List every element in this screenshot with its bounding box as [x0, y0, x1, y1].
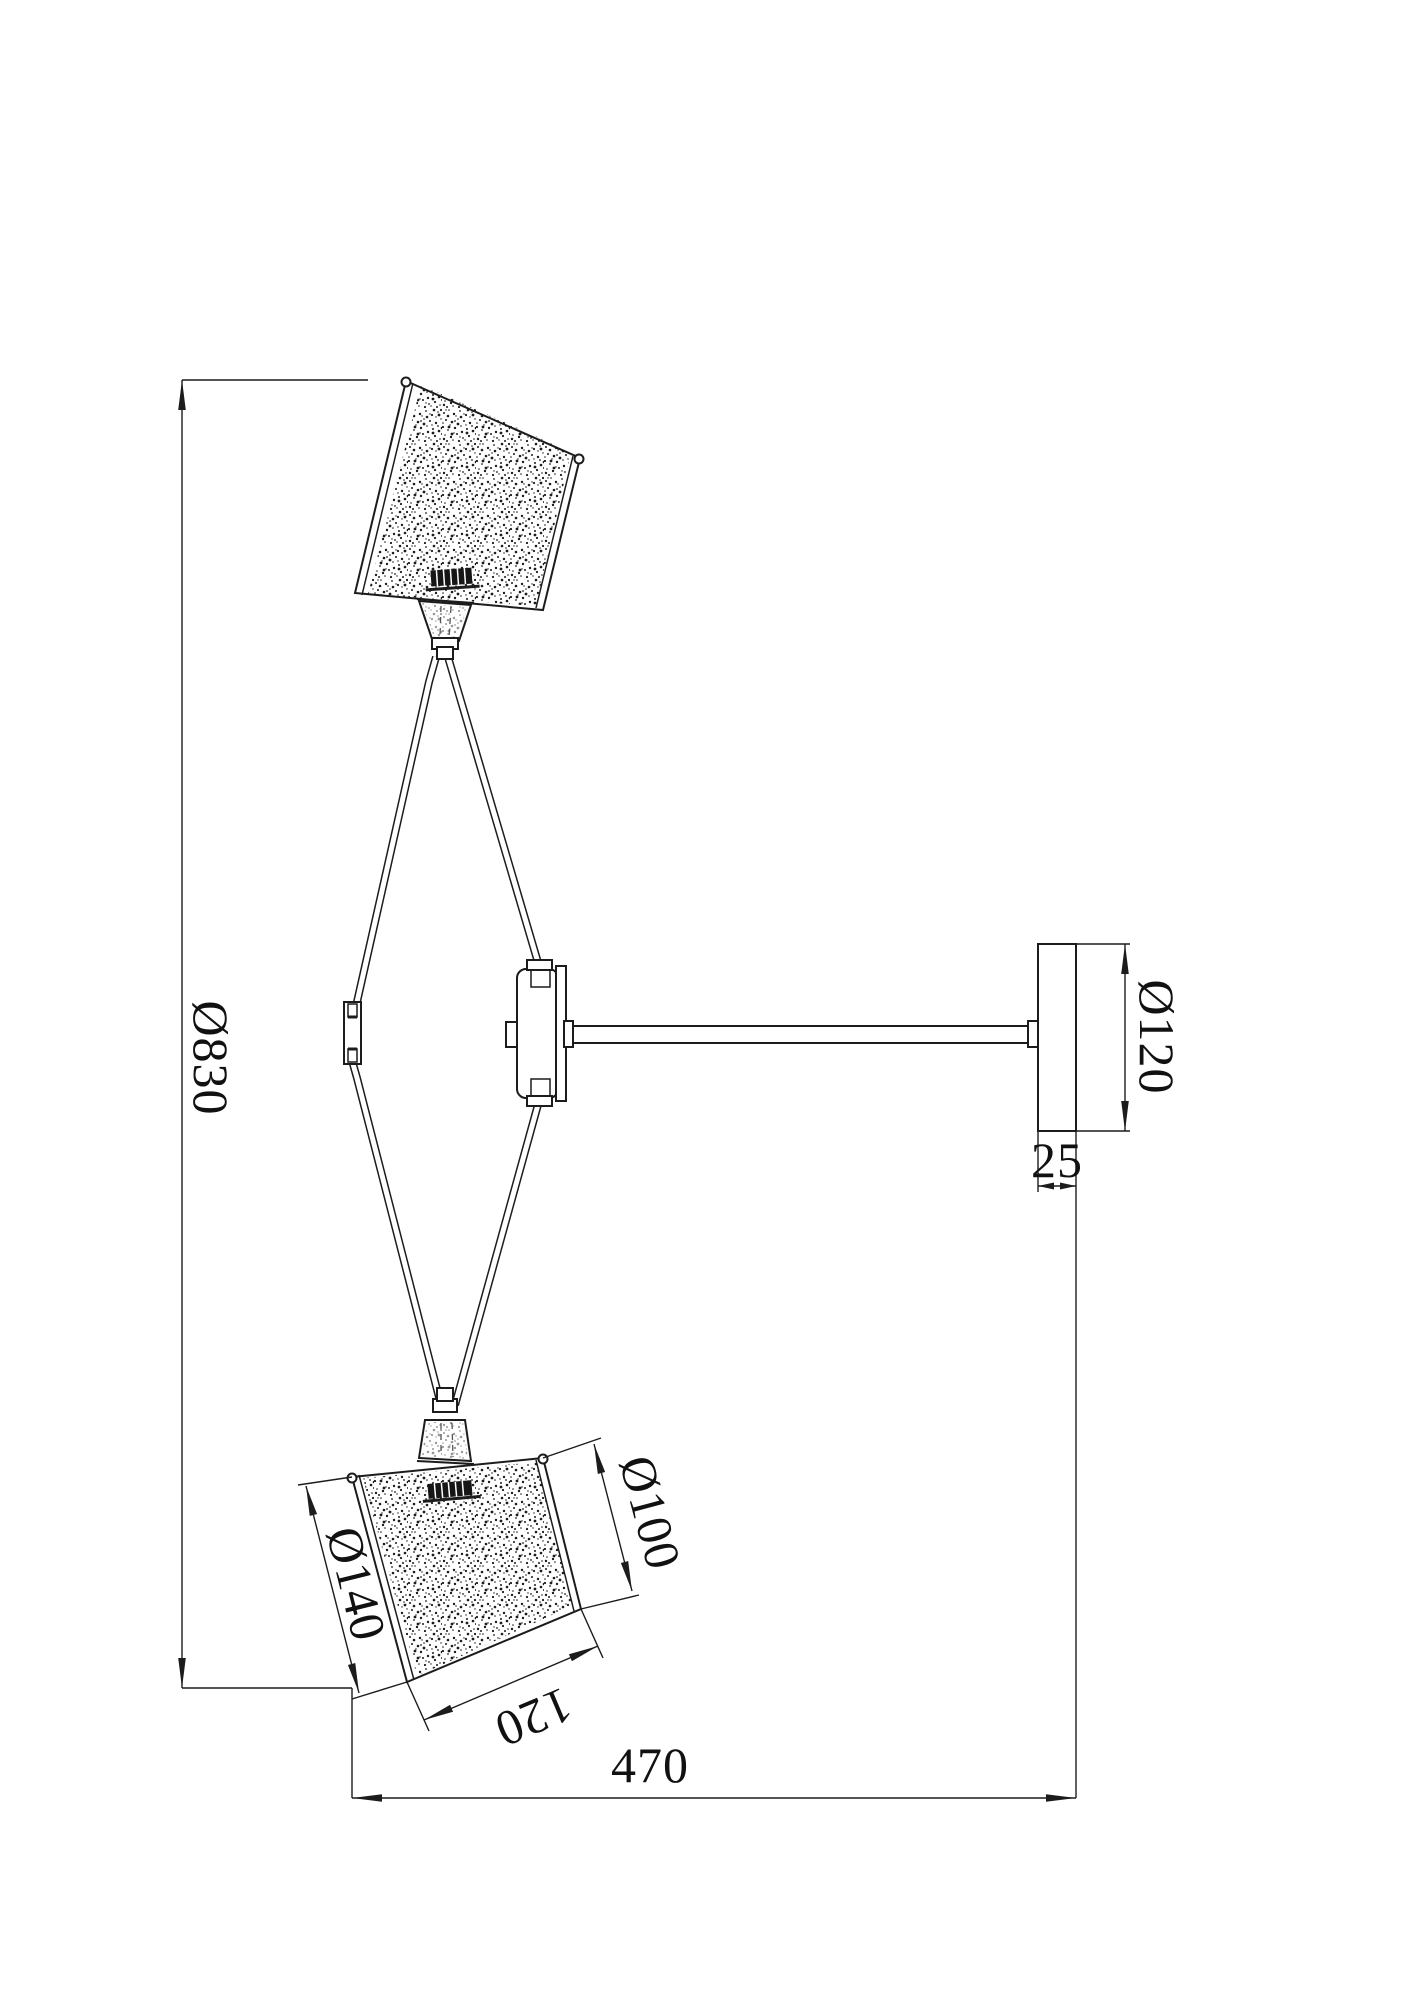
mounting-arm-wall-flange — [1027, 1020, 1039, 1048]
mounting-arm — [563, 1020, 1039, 1048]
bottom-shade — [346, 1387, 583, 1684]
hub-bottom-cap — [526, 1095, 553, 1107]
bottom-shade-right-rim — [535, 1459, 575, 1612]
dimension-plate-diameter: Ø120 — [1076, 943, 1185, 1132]
dimension-projection: 470 — [352, 1131, 1077, 1802]
dimension-overall-height: Ø830 — [178, 379, 368, 1798]
hub-side-tab — [505, 1021, 518, 1048]
top-shade-left-rim — [361, 382, 414, 596]
projection-label: 470 — [611, 1737, 689, 1793]
plate-depth-label: 25 — [1031, 1132, 1083, 1188]
bottom-shade-pivot-screw — [436, 1387, 454, 1402]
top-shade — [353, 376, 585, 660]
left-elbow-joint — [343, 1001, 362, 1065]
wall-plate-body — [1037, 943, 1077, 1132]
hub-bottom-notch — [530, 1078, 551, 1097]
center-hub — [505, 959, 567, 1107]
bottom-shade-rim-knob-right — [537, 1453, 549, 1465]
top-shade-neck — [416, 598, 475, 660]
bottom-shade-neck — [416, 1387, 475, 1465]
top-shade-fabric — [368, 385, 571, 606]
wall-plate — [1037, 943, 1077, 1132]
bottom-shade-left-rim — [358, 1474, 415, 1681]
bottom-shade-socket — [422, 1480, 481, 1503]
shade-small-label: Ø100 — [608, 1450, 692, 1576]
mounting-arm-inner-flange — [563, 1020, 574, 1048]
arm-linkage — [343, 655, 543, 1407]
hub-top-cap — [526, 959, 553, 971]
mounting-arm-bar — [565, 1025, 1029, 1044]
plate-diameter-label: Ø120 — [1129, 979, 1185, 1094]
top-shade-socket — [425, 567, 480, 592]
shade-height-label: 120 — [487, 1677, 581, 1759]
bottom-shade-fabric — [363, 1462, 572, 1676]
dimension-plate-depth: 25 — [1031, 1131, 1083, 1192]
top-shade-right-rim — [535, 455, 574, 609]
top-shade-rim-knob-left — [400, 376, 412, 388]
overall-height-label: Ø830 — [183, 1000, 239, 1115]
hub-top-notch — [530, 969, 551, 988]
top-shade-pivot-screw — [436, 646, 454, 660]
top-shade-rim-knob-right — [573, 453, 585, 465]
